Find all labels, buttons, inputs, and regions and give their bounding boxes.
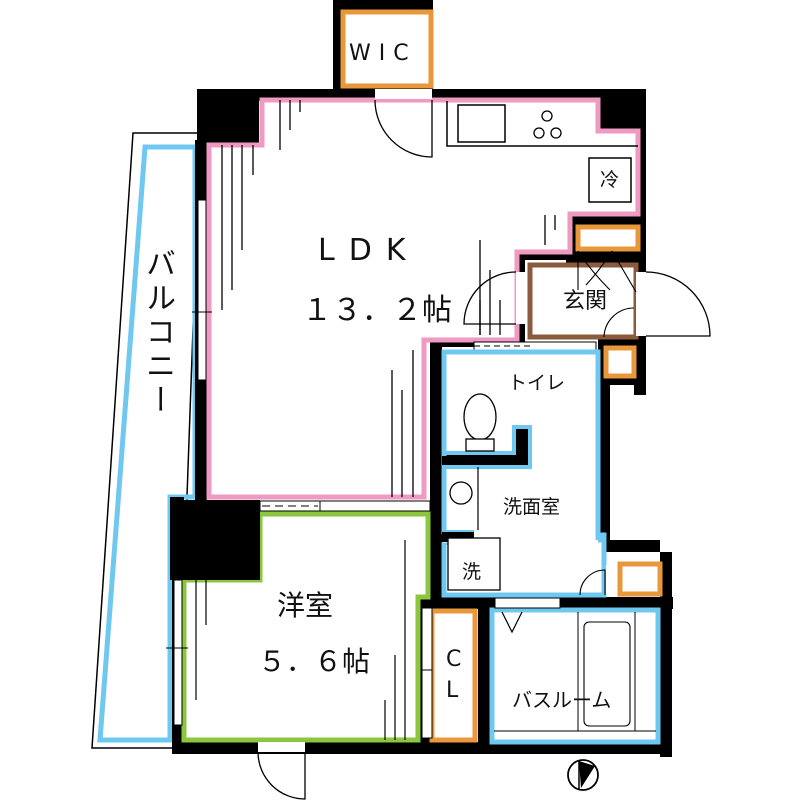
ldk-area-label: １３．２帖 xyxy=(302,293,452,328)
bathroom-room xyxy=(489,597,661,745)
refrigerator-icon xyxy=(588,157,632,203)
washroom-label: 洗面室 xyxy=(503,496,561,518)
ldk-room xyxy=(206,97,641,500)
bedroom-exit-door xyxy=(257,742,306,800)
washer-label: 洗 xyxy=(462,561,482,583)
kitchen-counter xyxy=(446,101,638,203)
sliding-door-bedroom xyxy=(259,500,431,512)
closet-label-l: L xyxy=(446,678,459,703)
entrance-label: 玄関 xyxy=(563,289,608,314)
washing-machine-icon xyxy=(447,537,501,591)
wic-room xyxy=(333,0,434,90)
wic-label: WIC xyxy=(349,41,417,66)
wic-door xyxy=(374,89,433,158)
ldk-window xyxy=(192,199,212,381)
closet-room xyxy=(393,607,478,743)
window-lines xyxy=(221,100,556,497)
washbasin-icon xyxy=(449,467,479,530)
bathtub-icon xyxy=(583,621,631,727)
bathroom-label: バスルーム xyxy=(512,688,612,712)
closet-label-c: C xyxy=(446,647,462,672)
bedroom-window-lines xyxy=(195,540,406,740)
stove-icon xyxy=(533,110,562,139)
bedroom-area-label: ５．６帖 xyxy=(258,645,371,678)
north-arrow-icon xyxy=(567,759,599,791)
toilet-label: トイレ xyxy=(508,372,566,394)
bedroom-label: 洋室 xyxy=(277,589,334,622)
fridge-label: 冷 xyxy=(600,169,620,191)
toilet-fixture-icon xyxy=(463,393,497,452)
entrance-room xyxy=(463,224,711,379)
sink-icon xyxy=(457,104,506,143)
ldk-label: LDK xyxy=(318,233,420,268)
sliding-door-ldk xyxy=(473,341,597,351)
balcony-label: バルコニー xyxy=(140,248,175,418)
